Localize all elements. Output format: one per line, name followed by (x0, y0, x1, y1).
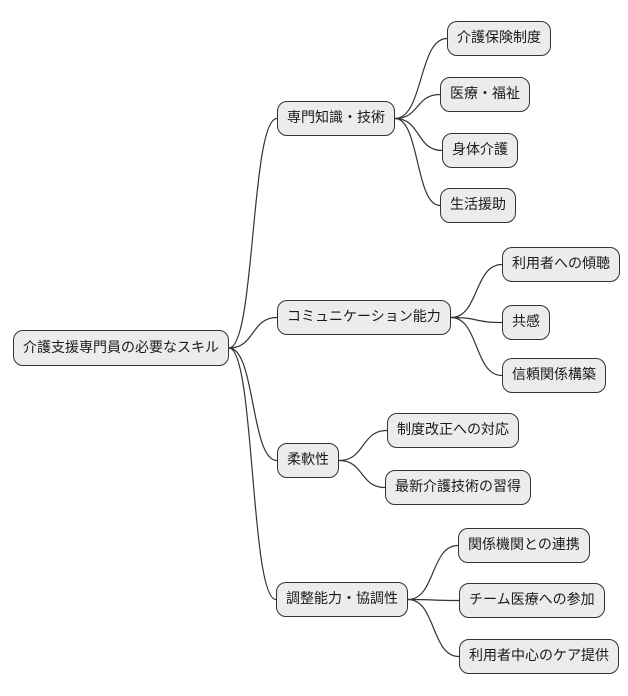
node-leaf-medical-welfare: 医療・福祉 (440, 77, 530, 112)
edge-root-communication (228, 316, 278, 349)
node-leaf-trust-building: 信頼関係構築 (502, 358, 606, 393)
edge-expertise-insurance (394, 37, 448, 120)
node-branch-communication: コミュニケーション能力 (277, 300, 451, 335)
edge-flexibility-newtech (338, 459, 386, 489)
edge-root-flexibility (228, 347, 278, 462)
edge-coordination-usercare (407, 598, 460, 658)
edge-expertise-physicalcare (394, 117, 443, 152)
node-leaf-agency-cooperation: 関係機関との連携 (458, 528, 590, 563)
edge-coordination-teammed (407, 598, 460, 602)
edge-expertise-lifesupport (394, 117, 441, 207)
node-branch-coordination: 調整能力・協調性 (276, 582, 408, 617)
edge-communication-listening (450, 263, 503, 319)
node-leaf-care-insurance-system: 介護保険制度 (447, 21, 551, 56)
edge-communication-empathy (450, 316, 503, 324)
edge-communication-trust (450, 316, 503, 377)
edge-root-expertise (228, 117, 278, 349)
node-leaf-empathy: 共感 (502, 305, 550, 340)
edge-root-coordination (228, 347, 277, 601)
node-leaf-user-centered-care: 利用者中心のケア提供 (459, 639, 619, 674)
node-root: 介護支援専門員の必要なスキル (13, 330, 229, 366)
node-branch-flexibility: 柔軟性 (277, 443, 339, 478)
edge-coordination-agencies (407, 544, 459, 601)
edge-expertise-medwelfare (394, 93, 441, 120)
node-branch-expertise: 専門知識・技術 (277, 101, 395, 136)
edge-flexibility-reform (338, 429, 388, 462)
node-leaf-system-reform-response: 制度改正への対応 (387, 413, 519, 448)
node-leaf-life-support: 生活援助 (440, 188, 516, 223)
node-leaf-latest-care-techniques: 最新介護技術の習得 (385, 470, 531, 505)
node-leaf-listening-to-users: 利用者への傾聴 (502, 247, 620, 282)
node-leaf-physical-care: 身体介護 (442, 133, 518, 168)
node-leaf-team-medicine: チーム医療への参加 (459, 583, 605, 618)
